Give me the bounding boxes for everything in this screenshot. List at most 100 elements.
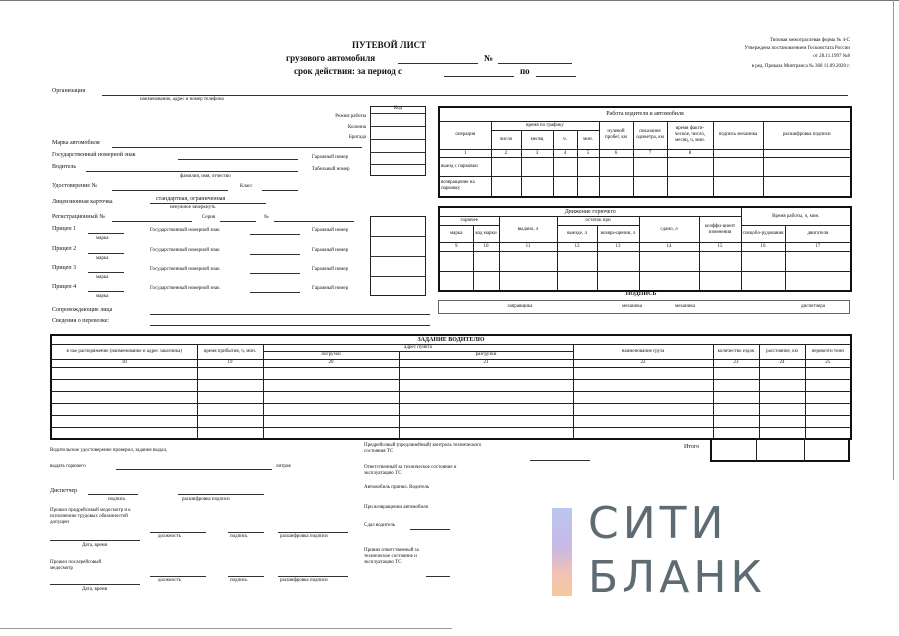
reg-number-label: Регистрационный № [52, 214, 105, 220]
fuel-col-coef: коэффи-циент изменения [698, 216, 742, 244]
col-num: 3 [520, 148, 554, 159]
trailer-state-number: Государственный номерной знак [150, 267, 220, 272]
form-title: ПУТЕВОЙ ЛИСТ [352, 40, 427, 50]
form-ref-line: от 28.11.1997 №8 [813, 54, 850, 59]
garage-number-label: Гаражный номер [312, 155, 349, 160]
fuel-col-fuel: горючее [438, 216, 500, 227]
carrier-label: Сведения о перевозке: [52, 318, 110, 324]
trailer-brand-hint: марка [96, 236, 109, 241]
car-accepted-text: Автомобиль принял. Водитель [364, 485, 430, 490]
col-num: 6 [598, 148, 634, 159]
col-num: 22 [572, 358, 714, 368]
number-sign: № [484, 53, 494, 63]
work-title: Работа водителя и автомобиля [438, 106, 852, 122]
on-return-text: При возвращении автомобиля [364, 505, 428, 510]
fuel-col-return: возвра-щении, л [596, 225, 640, 244]
liters-label: литров [276, 464, 291, 469]
work-col-operation: операция [438, 120, 492, 150]
paper-overlap [452, 480, 899, 636]
col-num: 16 [740, 242, 786, 253]
col-num: 21 [398, 358, 574, 368]
escort-label: Сопровождающие лица [52, 307, 113, 313]
decode-sign-hint: расшифровка подписи [182, 497, 230, 502]
trailer-garage-number: Гаражный номер [312, 248, 349, 253]
work-col-zero-run: нулевой пробег, км [598, 120, 634, 150]
col-num: 12 [556, 242, 598, 253]
trailer-garage-number: Гаражный номер [312, 267, 349, 272]
work-col-day: число [490, 130, 522, 150]
work-col-decode: расшифровка подписи [762, 120, 852, 150]
task-title: ЗАДАНИЕ ВОДИТЕЛЮ [50, 334, 852, 345]
postmed-text: Прошел послерейсовый медосмотр [50, 560, 102, 571]
col-num: 5 [576, 148, 600, 159]
trailer-brand-hint: марка [96, 275, 109, 280]
fuel-col-engine: двигателя [784, 225, 852, 244]
work-col-min: мин. [576, 130, 600, 150]
class-label: Класс [240, 184, 253, 189]
task-col-tons: перевезти тонн [804, 343, 852, 360]
col-num: 18 [50, 358, 198, 368]
trailer1-label: Прицеп 1 [52, 226, 77, 232]
decode-sign-hint: расшифровка подписи [280, 578, 328, 583]
card-hint: ненужное зачеркнуть [170, 205, 216, 210]
task-table: ЗАДАНИЕ ВОДИТЕЛЮ в чье распоряжение (наи… [50, 334, 852, 440]
col-num: 19 [196, 358, 264, 368]
task-col-customer: в чье распоряжение (наименование и адрес… [50, 343, 198, 360]
licence-card-label: Лицензионная карточка [52, 199, 113, 205]
trailer-garage-number: Гаражный номер [312, 228, 349, 233]
task-col-arrival: время прибытия, ч, мин. [196, 343, 264, 360]
state-number-label: Государственный номерной знак [52, 152, 136, 158]
work-col-schedule: время по графику [490, 120, 600, 132]
logo-text-line2: БЛАНК [588, 552, 766, 603]
tab-number-label: Табельный номер [312, 167, 350, 172]
form-ref-line: Утверждена постановлением Госкомстата Ро… [744, 46, 850, 51]
total-box [710, 438, 850, 462]
sign-hint: подпись [108, 497, 126, 502]
code-box [370, 106, 426, 176]
col-num: 1 [438, 148, 492, 159]
form-ref-line: в ред. Приказа Минтранса № 368 11.09.202… [751, 64, 850, 69]
task-col-cargo: наименование груза [572, 343, 714, 360]
decode-sign-hint: расшифровка подписи [280, 534, 328, 539]
handed-text: Сдал водитель [364, 523, 395, 528]
work-col-actual: время факти-ческое, число, месяц, ч, мин… [666, 120, 714, 150]
work-row-exit: выезд с парковки [438, 157, 492, 177]
accepted-resp-text: Принял ответственный за техническое сост… [364, 548, 419, 565]
brigada-label: Бригада [348, 135, 366, 140]
fuel-col-code: код марки [472, 225, 500, 244]
num-label: № [264, 215, 269, 220]
responsible-text: Ответственный за техническое состояние и… [364, 465, 457, 476]
trailer-state-number: Государственный номерной знак [150, 228, 220, 233]
org-label: Организация [52, 88, 86, 94]
card-types: стандартная, ограниченная [156, 196, 226, 202]
col-num: 17 [784, 242, 852, 253]
premed-text: Прошел предрейсовый медосмотр и к исполн… [50, 508, 131, 525]
trailer-brand-hint: марка [96, 256, 109, 261]
col-num: 8 [666, 148, 714, 159]
col-num: 10 [472, 242, 500, 253]
fuel-out-label: выдать горючего [50, 464, 86, 469]
col-num: 14 [638, 242, 700, 253]
logo-text-line1: СИТИ [588, 498, 728, 549]
col-num: 7 [632, 148, 668, 159]
col-num: 11 [498, 242, 558, 253]
trailer-brand-hint: марка [96, 294, 109, 299]
fuel-col-issued: выдано, л [498, 216, 558, 244]
work-row-return: возвращение на парковку [438, 175, 492, 198]
frame-line [893, 0, 894, 520]
col-num: 9 [438, 242, 474, 253]
trailer-garage-number: Гаражный номер [312, 286, 349, 291]
trailer-state-number: Государственный номерной знак [150, 248, 220, 253]
org-hint: наименование, адрес и номер телефона [140, 97, 224, 102]
trailer2-label: Прицеп 2 [52, 246, 77, 252]
dispatcher-label: Диспетчер [50, 488, 78, 494]
position-hint: должность [158, 578, 181, 583]
pretrip-control-text: Предрейсовый (предлинейный) контроль тех… [364, 443, 482, 454]
driver-hint: фамилия, имя, отчество [180, 174, 231, 179]
regime-label: Режим работы [335, 114, 366, 119]
trailer4-label: Прицеп 4 [52, 284, 77, 290]
frame-line [0, 628, 470, 629]
total-label: Итого [684, 444, 700, 450]
col-num: 20 [262, 358, 400, 368]
work-table: Работа водителя и автомобиля операция вр… [438, 106, 852, 198]
